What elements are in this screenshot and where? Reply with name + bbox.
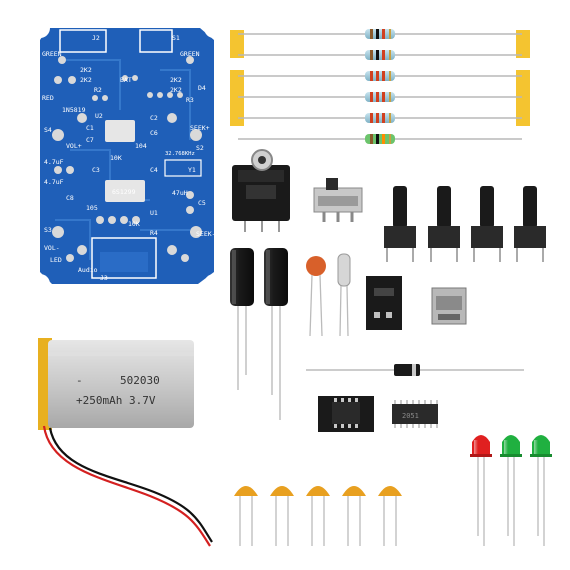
pcb-label: R4 (150, 229, 158, 237)
pcb-label: BAT (120, 76, 132, 84)
tactile-button-2 (428, 186, 460, 262)
electrolytic-capacitors (230, 248, 288, 420)
ceramic-capacitor-5 (378, 486, 402, 546)
pcb-label: 32.768KHz (165, 151, 195, 157)
pcb-board: J2 S1 GREEN GREEN 2K2 2K2 BAT 2K2 2K2 R2… (30, 18, 224, 294)
pcb-label: C4 (150, 166, 158, 174)
lipo-battery: 502030 +250mAh 3.7V - (38, 338, 194, 430)
pcb-label: U2 (95, 112, 103, 120)
pcb-label: 2K2 (80, 76, 92, 84)
pcb-label: C2 (150, 114, 158, 122)
ic-soic-8 (318, 396, 374, 432)
pcb-label: S1 (172, 34, 180, 42)
pcb-label: R3 (186, 96, 194, 104)
audio-jack (232, 149, 290, 232)
electrolytic-capacitor-1 (230, 248, 254, 390)
svg-text:-: - (76, 374, 83, 387)
tactile-button-4 (514, 186, 546, 262)
tactile-button-3 (471, 186, 503, 262)
led-red (470, 435, 492, 546)
pcb-label: RED (42, 94, 54, 102)
pcb-label: 47uH (172, 189, 188, 197)
pcb-label: C7 (86, 136, 94, 144)
pcb-crystal-y1 (164, 159, 202, 177)
pcb-label: J2 (92, 34, 100, 42)
pcb-label: C8 (66, 194, 74, 202)
leds (470, 435, 552, 546)
pcb-label: 104 (135, 142, 147, 150)
pcb-label: 2K2 (80, 66, 92, 74)
pcb-label: SEEK+ (190, 124, 210, 132)
pcb-label: 10K (110, 154, 122, 162)
resistor-6-green (365, 134, 395, 144)
resistor-3 (365, 71, 395, 81)
battery-model: 502030 (120, 374, 160, 387)
ceramic-capacitor-small (306, 256, 326, 337)
pcb-label: 105 (86, 204, 98, 212)
resistor-5 (365, 113, 395, 123)
pcb-usb-j2 (59, 29, 107, 53)
tactile-buttons (384, 186, 546, 262)
pcb-switch-s1 (139, 29, 173, 53)
led-green-1 (500, 435, 522, 546)
pcb-label: D4 (198, 84, 206, 92)
pcb-label: C1 (86, 124, 94, 132)
ic-marking: 2051 (402, 412, 419, 420)
pcb-label: Audio (78, 266, 98, 274)
ceramic-capacitor-2 (270, 486, 294, 546)
tape-right-bottom (516, 70, 530, 126)
ceramic-capacitor-3 (306, 486, 330, 546)
pcb-label: S2 (196, 144, 204, 152)
resistor-2 (365, 50, 395, 60)
tape-left-top (230, 30, 244, 58)
battery-spec: +250mAh 3.7V (76, 394, 156, 407)
pcb-label: 1N5819 (62, 106, 86, 114)
pcb-label: 2K2 (170, 86, 182, 94)
tape-right-top (516, 30, 530, 58)
pcb-label: 4.7uF (44, 178, 64, 186)
electrolytic-capacitor-2 (264, 248, 288, 420)
diode (306, 364, 524, 376)
pcb-chip-u1 (105, 180, 145, 202)
pcb-label: R2 (94, 86, 102, 94)
pcb-label: VOL+ (66, 142, 82, 150)
pcb-label: 4.7uF (44, 158, 64, 166)
pcb-label: VOL- (44, 244, 60, 252)
pcb-label: LED (50, 256, 62, 264)
pcb-label: S4 (44, 126, 52, 134)
pcb-label: 2K2 (170, 76, 182, 84)
smd-module-black (366, 276, 402, 330)
pcb-label: SEEK- (196, 230, 216, 238)
pcb-label: 6S1299 (112, 188, 136, 196)
pcb-label: U1 (150, 209, 158, 217)
tape-left-bottom (230, 70, 244, 126)
usb-connector (431, 287, 467, 325)
resistor-4 (365, 92, 395, 102)
ic-soic-16: 2051 (392, 400, 438, 428)
pcb-label: J3 (100, 274, 108, 282)
led-green-2 (530, 435, 552, 546)
pcb-label: C6 (150, 129, 158, 137)
pcb-chip-u2 (105, 120, 135, 142)
pcb-label: Y1 (188, 166, 196, 174)
resistor-1 (365, 29, 395, 39)
battery-wires (42, 425, 213, 547)
ceramic-capacitors (234, 486, 402, 546)
tactile-button-1 (384, 186, 416, 262)
slide-switch (313, 178, 363, 222)
pcb-label: GREEN (180, 50, 200, 58)
pcb-label: C5 (198, 199, 206, 207)
ceramic-capacitor-1 (234, 486, 258, 546)
pcb-audio-j3 (91, 237, 157, 279)
resistor-strip (230, 29, 530, 144)
crystal-oscillator (337, 253, 351, 337)
pcb-label: C3 (92, 166, 100, 174)
pcb-label: S3 (44, 226, 52, 234)
pcb-label: 10K (128, 220, 140, 228)
pcb-label: GREEN (42, 50, 62, 58)
ceramic-capacitor-4 (342, 486, 366, 546)
